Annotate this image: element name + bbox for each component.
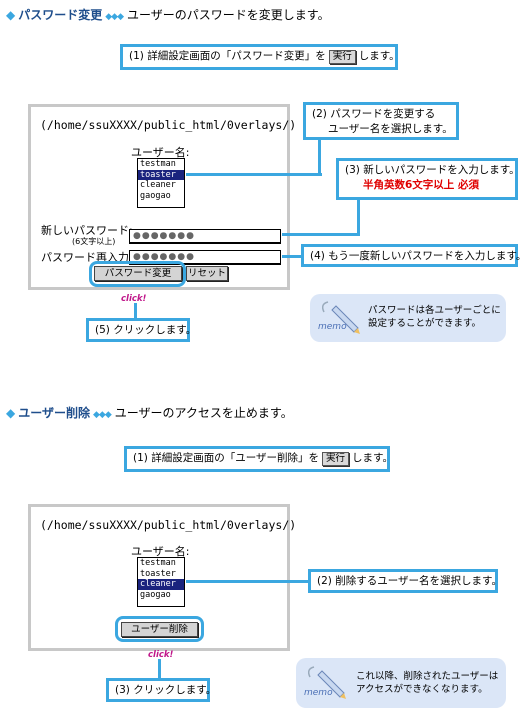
connector-line — [186, 580, 310, 583]
list-item[interactable]: testman — [140, 159, 176, 169]
list-item[interactable]: cleaner — [140, 180, 176, 190]
pencil-memo-icon — [307, 666, 346, 699]
step5-callout: (5) クリックします。 — [86, 318, 196, 342]
list-item-selected[interactable]: toaster — [138, 169, 184, 180]
connector-line — [318, 136, 321, 176]
user-listbox[interactable]: testman toaster cleaner gaogao — [137, 557, 185, 607]
step1-text: (1) 詳細設定画面の「ユーザー削除」を — [133, 452, 320, 464]
change-password-button[interactable]: パスワード変更 — [94, 266, 182, 281]
connector-line — [282, 255, 304, 258]
connector-line — [282, 233, 360, 236]
section-title: パスワード変更 — [18, 8, 103, 22]
reset-button[interactable]: リセット — [186, 266, 228, 281]
step3-callout: (3) クリックします。 — [106, 678, 216, 702]
step1-text-after: します。 — [352, 452, 393, 464]
section-description: ユーザーのパスワードを変更します。 — [127, 8, 330, 22]
execute-button-image: 実行 — [322, 452, 350, 466]
step1-callout: (1) 詳細設定画面の「ユーザー削除」を実行します。 — [124, 446, 393, 472]
connector-line — [134, 303, 137, 319]
section-header-password-change: ◆パスワード変更◆◆◆ユーザーのパスワードを変更します。 — [6, 7, 330, 25]
connector-line — [186, 173, 322, 176]
list-item[interactable]: testman — [140, 558, 176, 568]
memo-label: memo — [318, 322, 347, 332]
section-title: ユーザー削除 — [18, 406, 90, 420]
directory-path: (/home/ssuXXXX/public_html/0verlays/) — [40, 118, 297, 132]
highlight-ring — [89, 261, 186, 287]
diamond-dots-icon: ◆◆◆ — [93, 410, 112, 420]
execute-button-image: 実行 — [328, 50, 356, 64]
step2-callout: (2) 削除するユーザー名を選択します。 — [308, 569, 502, 593]
diamond-icon: ◆ — [6, 8, 16, 22]
step1-text: (1) 詳細設定画面の「パスワード変更」を — [129, 50, 326, 62]
diamond-icon: ◆ — [6, 406, 16, 420]
click-indicator: click! — [148, 650, 174, 660]
new-password-hint: (6文字以上) — [72, 237, 116, 246]
step1-callout: (1) 詳細設定画面の「パスワード変更」を実行します。 — [120, 44, 400, 70]
list-item-selected[interactable]: cleaner — [138, 579, 184, 590]
confirm-password-label: パスワード再入力: — [41, 251, 133, 264]
memo-box: memo パスワードは各ユーザーごとに 設定することができます。 — [310, 294, 506, 342]
step3-callout: (3) 新しいパスワードを入力します。 半角英数6文字以上 必須 — [336, 158, 520, 200]
step3-required-note: 半角英数6文字以上 必須 — [363, 179, 479, 191]
new-password-label: 新しいパスワード: — [41, 224, 133, 237]
connector-line — [158, 659, 161, 679]
user-listbox[interactable]: testman toaster cleaner gaogao — [137, 158, 185, 208]
highlight-ring — [115, 616, 204, 642]
section-description: ユーザーのアクセスを止めます。 — [114, 406, 293, 420]
step4-callout: (4) もう一度新しいパスワードを入力します。 — [301, 244, 526, 267]
new-password-input[interactable]: ●●●●●●● — [129, 229, 281, 244]
step1-text-after: します。 — [358, 50, 400, 62]
memo-line2: アクセスができなくなります。 — [356, 684, 488, 695]
section-header-user-delete: ◆ユーザー削除◆◆◆ユーザーのアクセスを止めます。 — [6, 405, 293, 423]
delete-user-button[interactable]: ユーザー削除 — [121, 622, 198, 637]
step2-callout: (2) パスワードを変更する ユーザー名を選択します。 — [303, 102, 459, 140]
list-item[interactable]: gaogao — [140, 190, 171, 201]
list-item[interactable]: gaogao — [140, 589, 171, 600]
username-label: ユーザー名: — [131, 146, 190, 159]
list-item[interactable]: toaster — [140, 568, 176, 579]
step2-line1: (2) パスワードを変更する — [312, 108, 436, 120]
memo-label: memo — [304, 688, 333, 698]
diamond-dots-icon: ◆◆◆ — [105, 12, 124, 22]
memo-line1: パスワードは各ユーザーごとに — [368, 305, 501, 316]
username-label: ユーザー名: — [131, 545, 190, 558]
step3-line1: (3) 新しいパスワードを入力します。 — [345, 164, 520, 176]
step2-line2: ユーザー名を選択します。 — [328, 123, 453, 135]
memo-line2: 設定することができます。 — [368, 318, 482, 329]
directory-path: (/home/ssuXXXX/public_html/0verlays/) — [40, 518, 297, 532]
click-indicator: click! — [121, 294, 147, 304]
pencil-memo-icon — [321, 301, 360, 334]
memo-box: memo これ以降、削除されたユーザーは アクセスができなくなります。 — [296, 658, 506, 708]
connector-line — [357, 198, 360, 236]
memo-line1: これ以降、削除されたユーザーは — [356, 671, 499, 682]
